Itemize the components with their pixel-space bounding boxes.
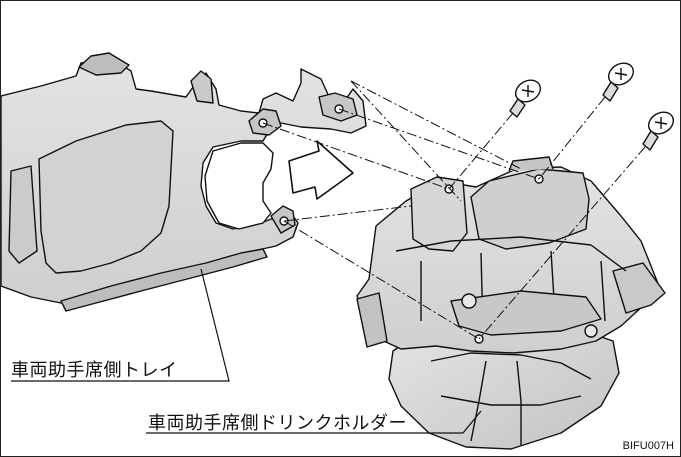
screw-3 bbox=[642, 111, 675, 151]
drink-holder-part bbox=[356, 156, 666, 450]
drink-holder-label: 車両助手席側ドリンクホルダー bbox=[148, 413, 407, 434]
tray-label: 車両助手席側トレイ bbox=[11, 360, 178, 381]
install-direction-arrow bbox=[288, 140, 354, 200]
screw-1 bbox=[509, 79, 542, 118]
screw-2 bbox=[602, 62, 635, 102]
passenger-tray-part bbox=[1, 52, 367, 312]
figure-code: BIFU007H bbox=[622, 440, 674, 452]
alignment-lines bbox=[262, 80, 646, 340]
label-leaders bbox=[11, 268, 482, 434]
